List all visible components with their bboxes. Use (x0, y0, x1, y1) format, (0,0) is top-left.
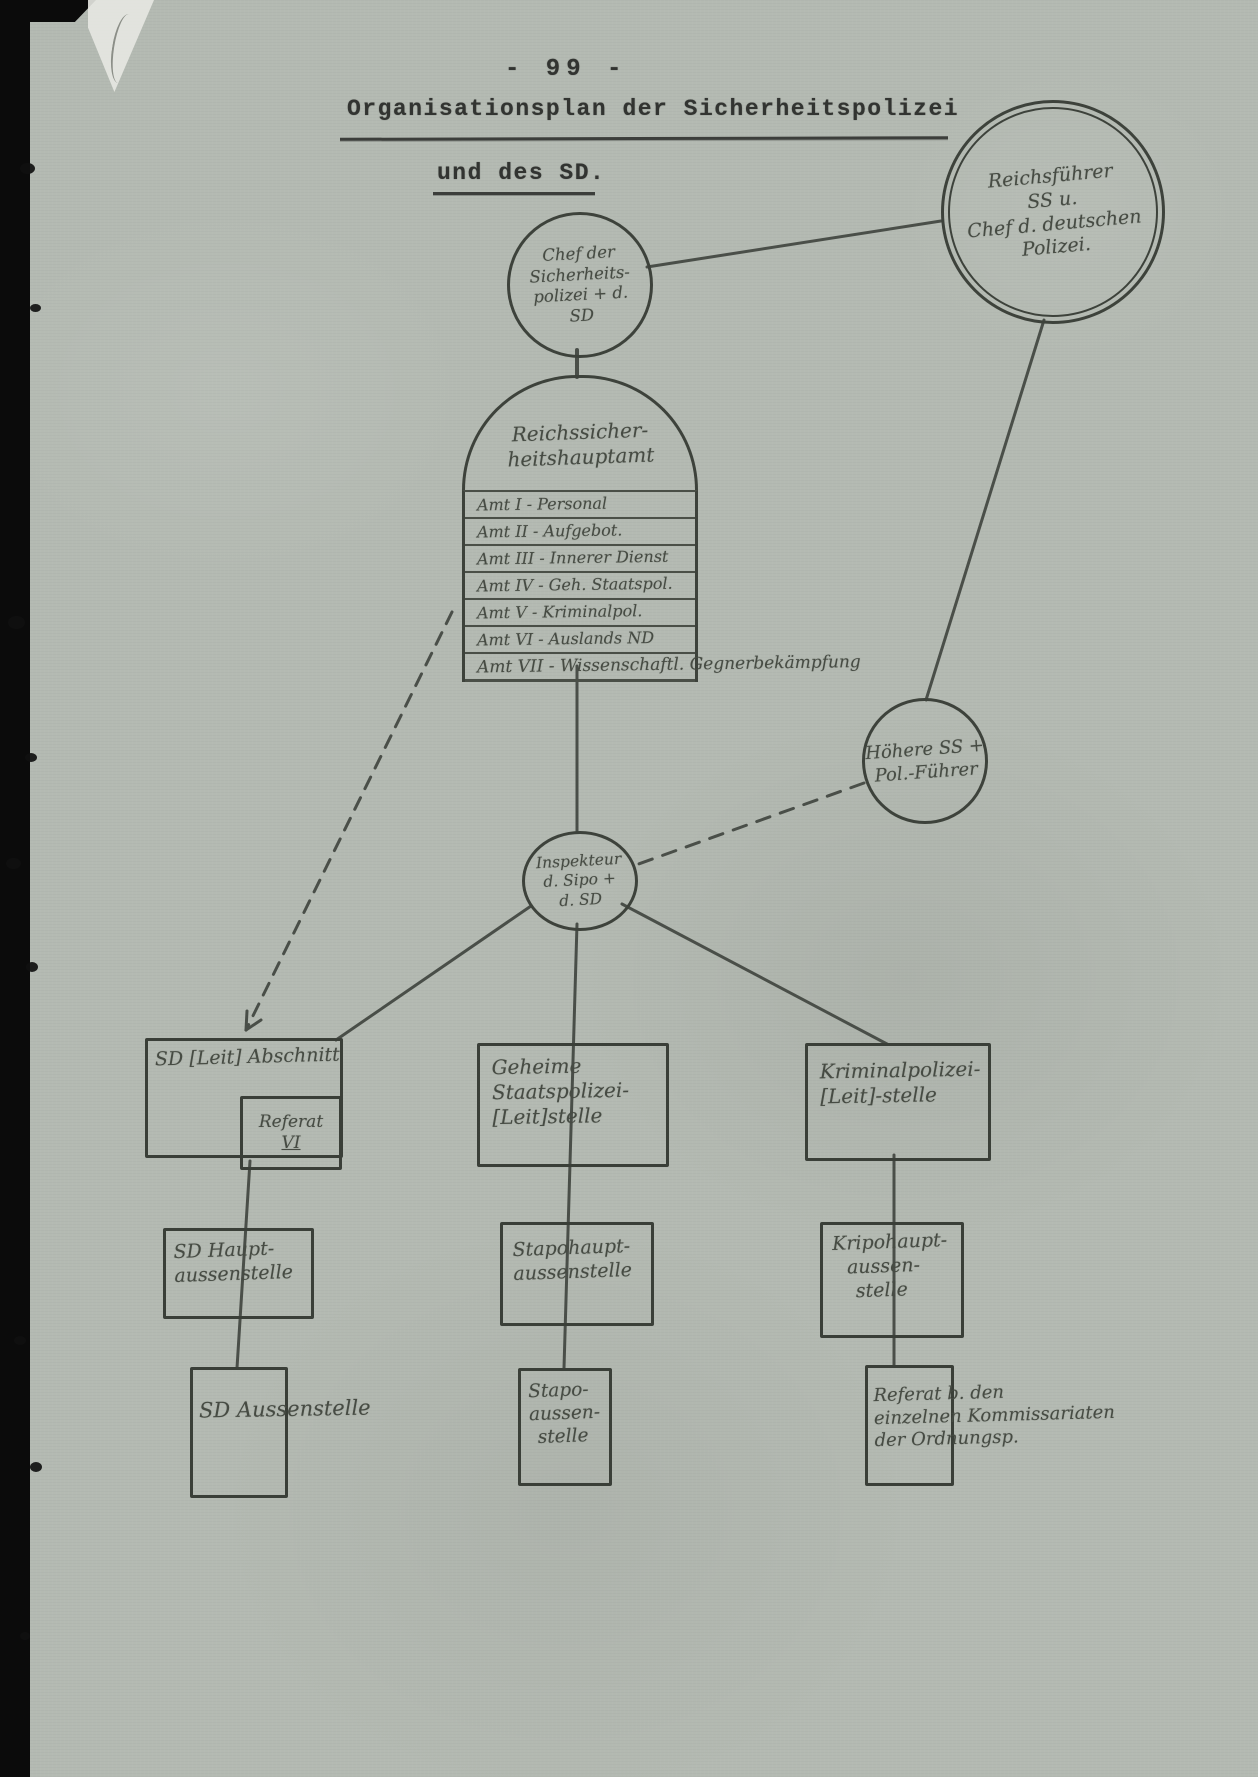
node-line: aussenstelle (174, 1260, 294, 1287)
node-kripo-referat-box: Referat b. den einzelnen Kommissariaten … (865, 1365, 1115, 1486)
node-label: SD Aussenstelle (198, 1395, 371, 1423)
scan-edge-top (0, 0, 96, 22)
arrowhead-stroke (244, 1018, 263, 1032)
ink-speck (14, 1336, 26, 1345)
page-subtitle: und des SD. (437, 160, 606, 186)
node-line: stelle (855, 1277, 909, 1302)
node-line: Geheime (491, 1053, 582, 1080)
title-underline (339, 136, 949, 141)
node-gestapo-box: Geheime Staatspolizei- [Leit]stelle (477, 1043, 669, 1167)
node-referat-vi-box: Referat VI (240, 1096, 342, 1170)
connector-hoehere-to-inspekteur-dashed (631, 781, 866, 868)
node-line: VI (281, 1133, 301, 1153)
node-label: SD [Leit] Abschnitt (154, 1043, 341, 1071)
connector-reichsfuehrer-to-hoehere (924, 318, 1046, 702)
node-stapo-hauptaussenstelle-box: Stapohaupt- aussenstelle (500, 1222, 654, 1326)
amt-label: Amt II - Aufgebot. (476, 520, 623, 542)
node-hoehere-circle: Höhere SS + Pol.-Führer (862, 698, 988, 824)
node-line: Referat (258, 1111, 324, 1132)
amt-label: Amt III - Innerer Dienst (476, 546, 669, 569)
page-title: Organisationsplan der Sicherheitspolizei (347, 96, 960, 122)
node-line: aussen- (528, 1401, 601, 1426)
ink-speck (25, 753, 37, 762)
amt-label: Amt IV - Geh. Staatspol. (476, 573, 673, 596)
amt-label: Amt V - Kriminalpol. (476, 601, 643, 623)
arrowhead-stroke (244, 1009, 249, 1032)
amt-label: Amt VII - Wissenschaftl. Gegnerbekämpfun… (476, 652, 861, 678)
amt-row: Amt I - Personal (465, 492, 695, 519)
amt-row: Amt III - Innerer Dienst (465, 546, 695, 573)
node-kripo-hauptaussenstelle-box: Kripohaupt- aussen- stelle (820, 1222, 964, 1338)
connector-chef-to-reichsfuehrer (645, 219, 943, 269)
ink-speck (6, 858, 21, 869)
node-reichsfuehrer-circle: Reichsführer SS u. Chef d. deutschen Pol… (941, 100, 1165, 324)
node-stapo-aussenstelle-box: Stapo- aussen- stelle (518, 1368, 612, 1486)
amt-label: Amt I - Personal (476, 493, 608, 515)
page-number: - 99 - (505, 56, 628, 83)
ink-speck (20, 1632, 30, 1640)
node-sd-abschnitt-box: SD [Leit] Abschnitt Referat VI (145, 1038, 343, 1170)
amt-row: Amt IV - Geh. Staatspol. (465, 573, 695, 600)
node-line: stelle (537, 1425, 589, 1449)
ink-speck (26, 962, 38, 972)
connector-rsha-to-sd-abschnitt-dashed (244, 610, 454, 1032)
ink-speck (8, 616, 25, 629)
amt-row: Amt II - Aufgebot. (465, 519, 695, 546)
subtitle-underline (433, 192, 595, 195)
rsha-amt-list: Amt I - Personal Amt II - Aufgebot. Amt … (462, 490, 861, 682)
amt-label: Amt VI - Auslands ND (476, 627, 655, 650)
node-line: [Leit]stelle (492, 1103, 603, 1130)
node-inspekteur-circle: Inspekteur d. Sipo + d. SD (522, 831, 638, 931)
node-line: Kripohaupt- (831, 1229, 948, 1256)
node-line: aussenstelle (513, 1258, 633, 1285)
node-line: Staatspolizei- (491, 1077, 630, 1105)
node-line: [Leit]-stelle (820, 1082, 938, 1109)
scan-edge-left (0, 0, 30, 1777)
node-line: Stapo- (527, 1379, 589, 1403)
node-chef-sipo-circle: Chef der Sicherheits- polizei + d. SD (507, 212, 653, 358)
node-line: heitshauptamt (506, 441, 655, 472)
node-sd-hauptaussenstelle-box: SD Haupt- aussenstelle (163, 1228, 314, 1319)
ink-speck (20, 163, 35, 174)
node-sd-aussenstelle-box: SD Aussenstelle (190, 1367, 371, 1498)
ink-speck (30, 1462, 42, 1472)
connector-inspekteur-to-kripo (620, 902, 889, 1046)
node-rsha-dome: Reichssicher- heitshauptamt (462, 375, 698, 493)
ink-speck (30, 304, 41, 312)
node-line: Kriminalpolizei- (819, 1056, 981, 1084)
amt-row: Amt VII - Wissenschaftl. Gegnerbekämpfun… (465, 652, 861, 682)
node-kripo-box: Kriminalpolizei- [Leit]-stelle (805, 1043, 991, 1161)
amt-row: Amt V - Kriminalpol. (465, 600, 695, 627)
amt-row: Amt VI - Auslands ND (465, 627, 695, 654)
connector-inspekteur-to-sd-abschnitt (334, 904, 533, 1042)
